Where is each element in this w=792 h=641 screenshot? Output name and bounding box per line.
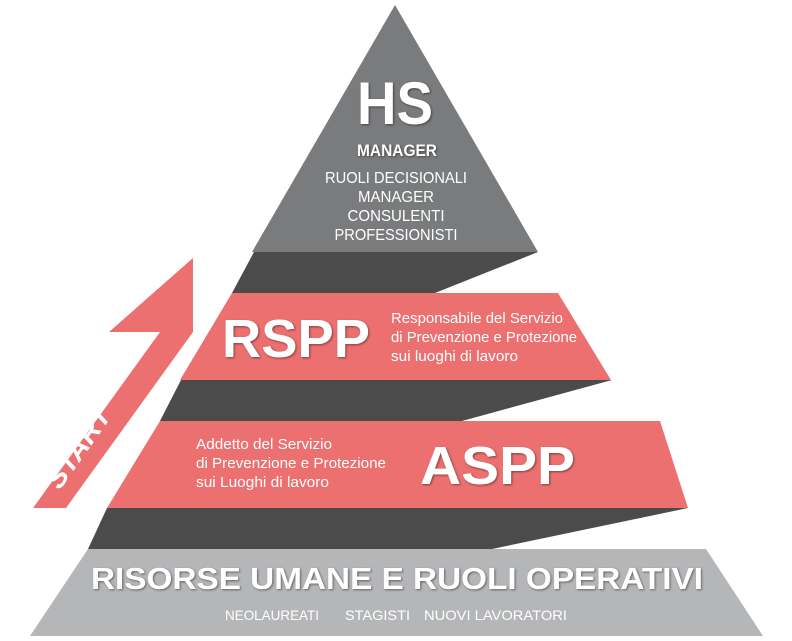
- connector-band-middle: [160, 380, 612, 421]
- base-item: STAGISTI: [345, 607, 410, 623]
- top-tier-line: RUOLI DECISIONALI: [325, 170, 467, 187]
- top-tier-title: HS: [357, 70, 433, 137]
- connector-band-top: [232, 252, 538, 293]
- top-tier-line: MANAGER: [358, 189, 434, 206]
- start-arrow-icon: [33, 258, 193, 508]
- rspp-description-line: sui luoghi di lavoro: [391, 348, 518, 365]
- base-title: RISORSE UMANE E RUOLI OPERATIVI: [91, 561, 703, 596]
- base-item: NEOLAUREATI: [225, 607, 319, 623]
- aspp-tier: [107, 421, 688, 508]
- top-tier-subtitle: MANAGER: [357, 141, 437, 160]
- connector-band-bottom: [88, 508, 688, 549]
- aspp-description-line: sui Luoghi di lavoro: [196, 474, 329, 491]
- top-tier-line: CONSULENTI: [348, 208, 445, 225]
- aspp-description-line: di Prevenzione e Protezione: [196, 455, 386, 472]
- rspp-title: RSPP: [222, 309, 370, 369]
- rspp-description-line: di Prevenzione e Protezione: [391, 329, 577, 346]
- base-item: NUOVI LAVORATORI: [424, 607, 567, 623]
- top-tier-triangle: [252, 5, 538, 252]
- rspp-description-line: Responsabile del Servizio: [391, 310, 563, 327]
- top-tier-line: PROFESSIONISTI: [335, 227, 458, 244]
- aspp-description-line: Addetto del Servizio: [196, 436, 332, 453]
- aspp-title: ASPP: [420, 436, 575, 496]
- rspp-tier: [180, 293, 611, 380]
- base-tier: [30, 549, 763, 636]
